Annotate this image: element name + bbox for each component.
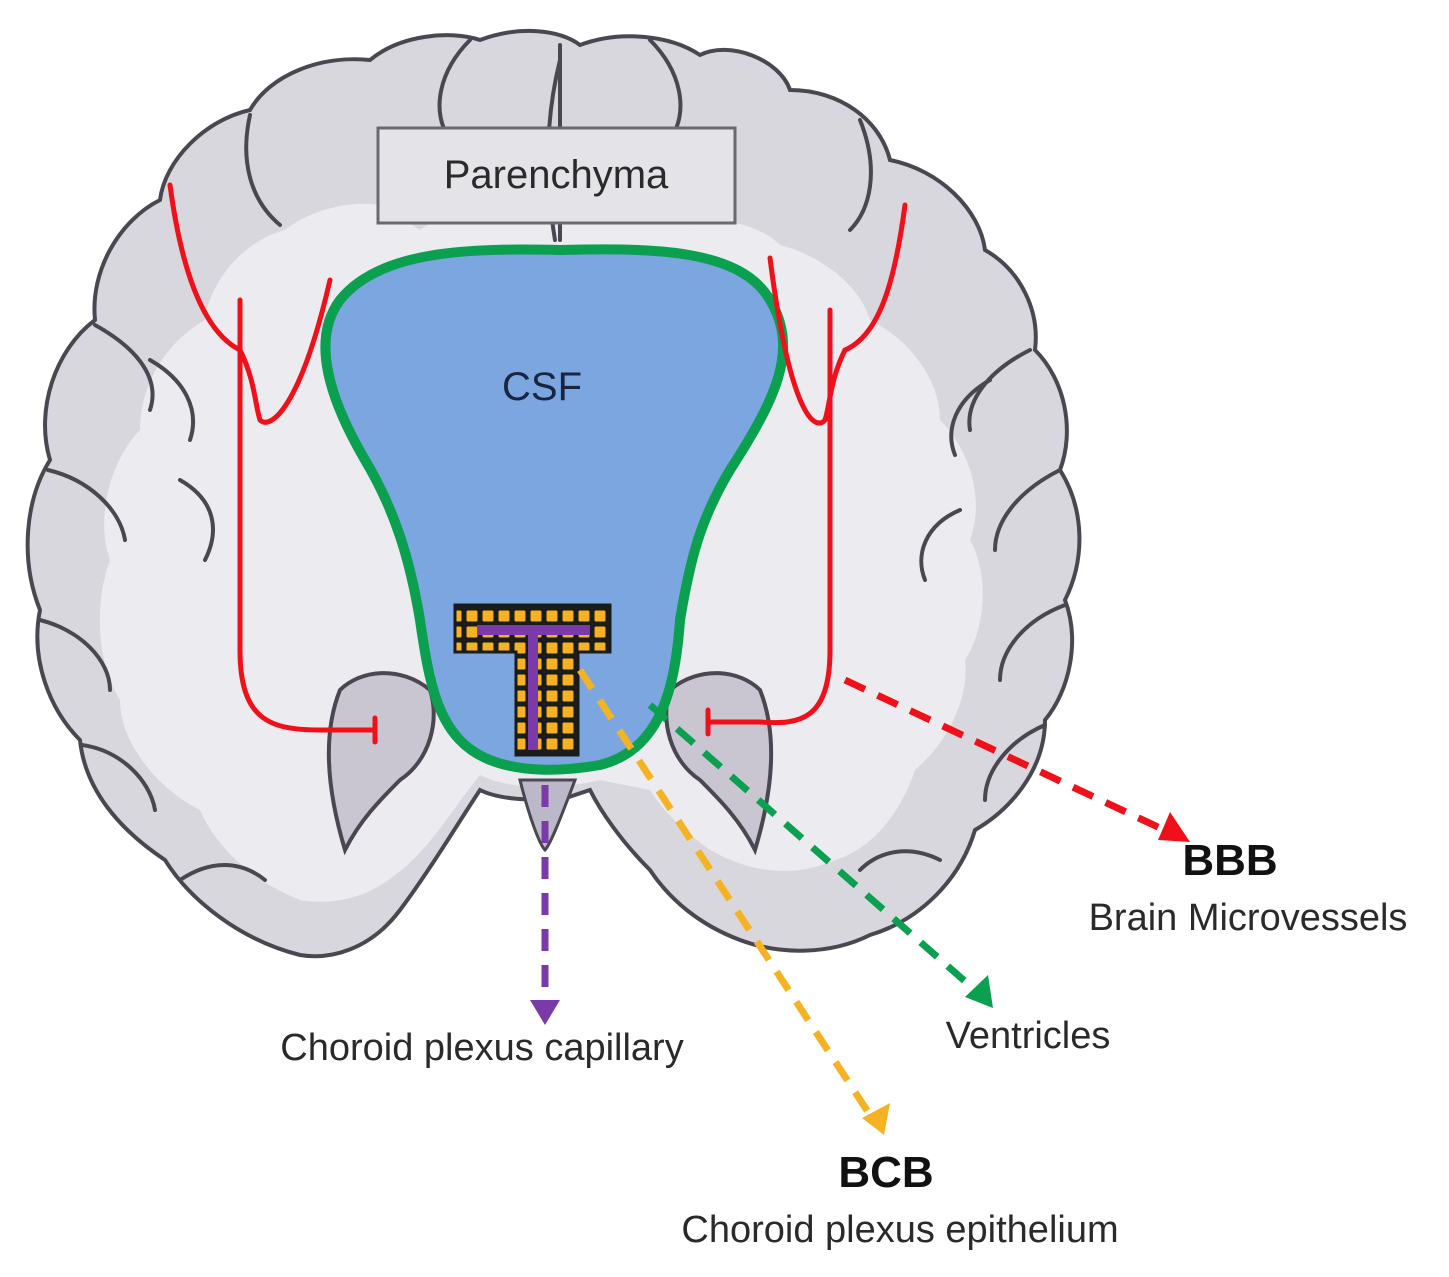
choroid-plexus [453, 603, 612, 757]
brain-microvessels-left [167, 182, 378, 745]
arrow-ventricles [647, 702, 993, 1008]
choroid-capillary-label: Choroid plexus capillary [280, 1027, 683, 1069]
parenchyma-box: Parenchyma [376, 126, 737, 225]
ventricles-label: Ventricles [946, 1015, 1111, 1057]
csf-label: CSF [502, 365, 582, 409]
arrow-choroid-capillary [530, 785, 560, 1025]
bcb-subtitle: Choroid plexus epithelium [681, 1209, 1118, 1251]
bbb-subtitle: Brain Microvessels [1089, 897, 1408, 939]
bbb-title: BBB [1182, 836, 1277, 885]
parenchyma-label: Parenchyma [444, 153, 669, 197]
ventricle-csf [320, 244, 788, 775]
bcb-title: BCB [838, 1148, 933, 1197]
arrow-bcb [577, 668, 890, 1135]
arrow-bbb [843, 676, 1190, 842]
brain-microvessels-right [705, 202, 908, 737]
